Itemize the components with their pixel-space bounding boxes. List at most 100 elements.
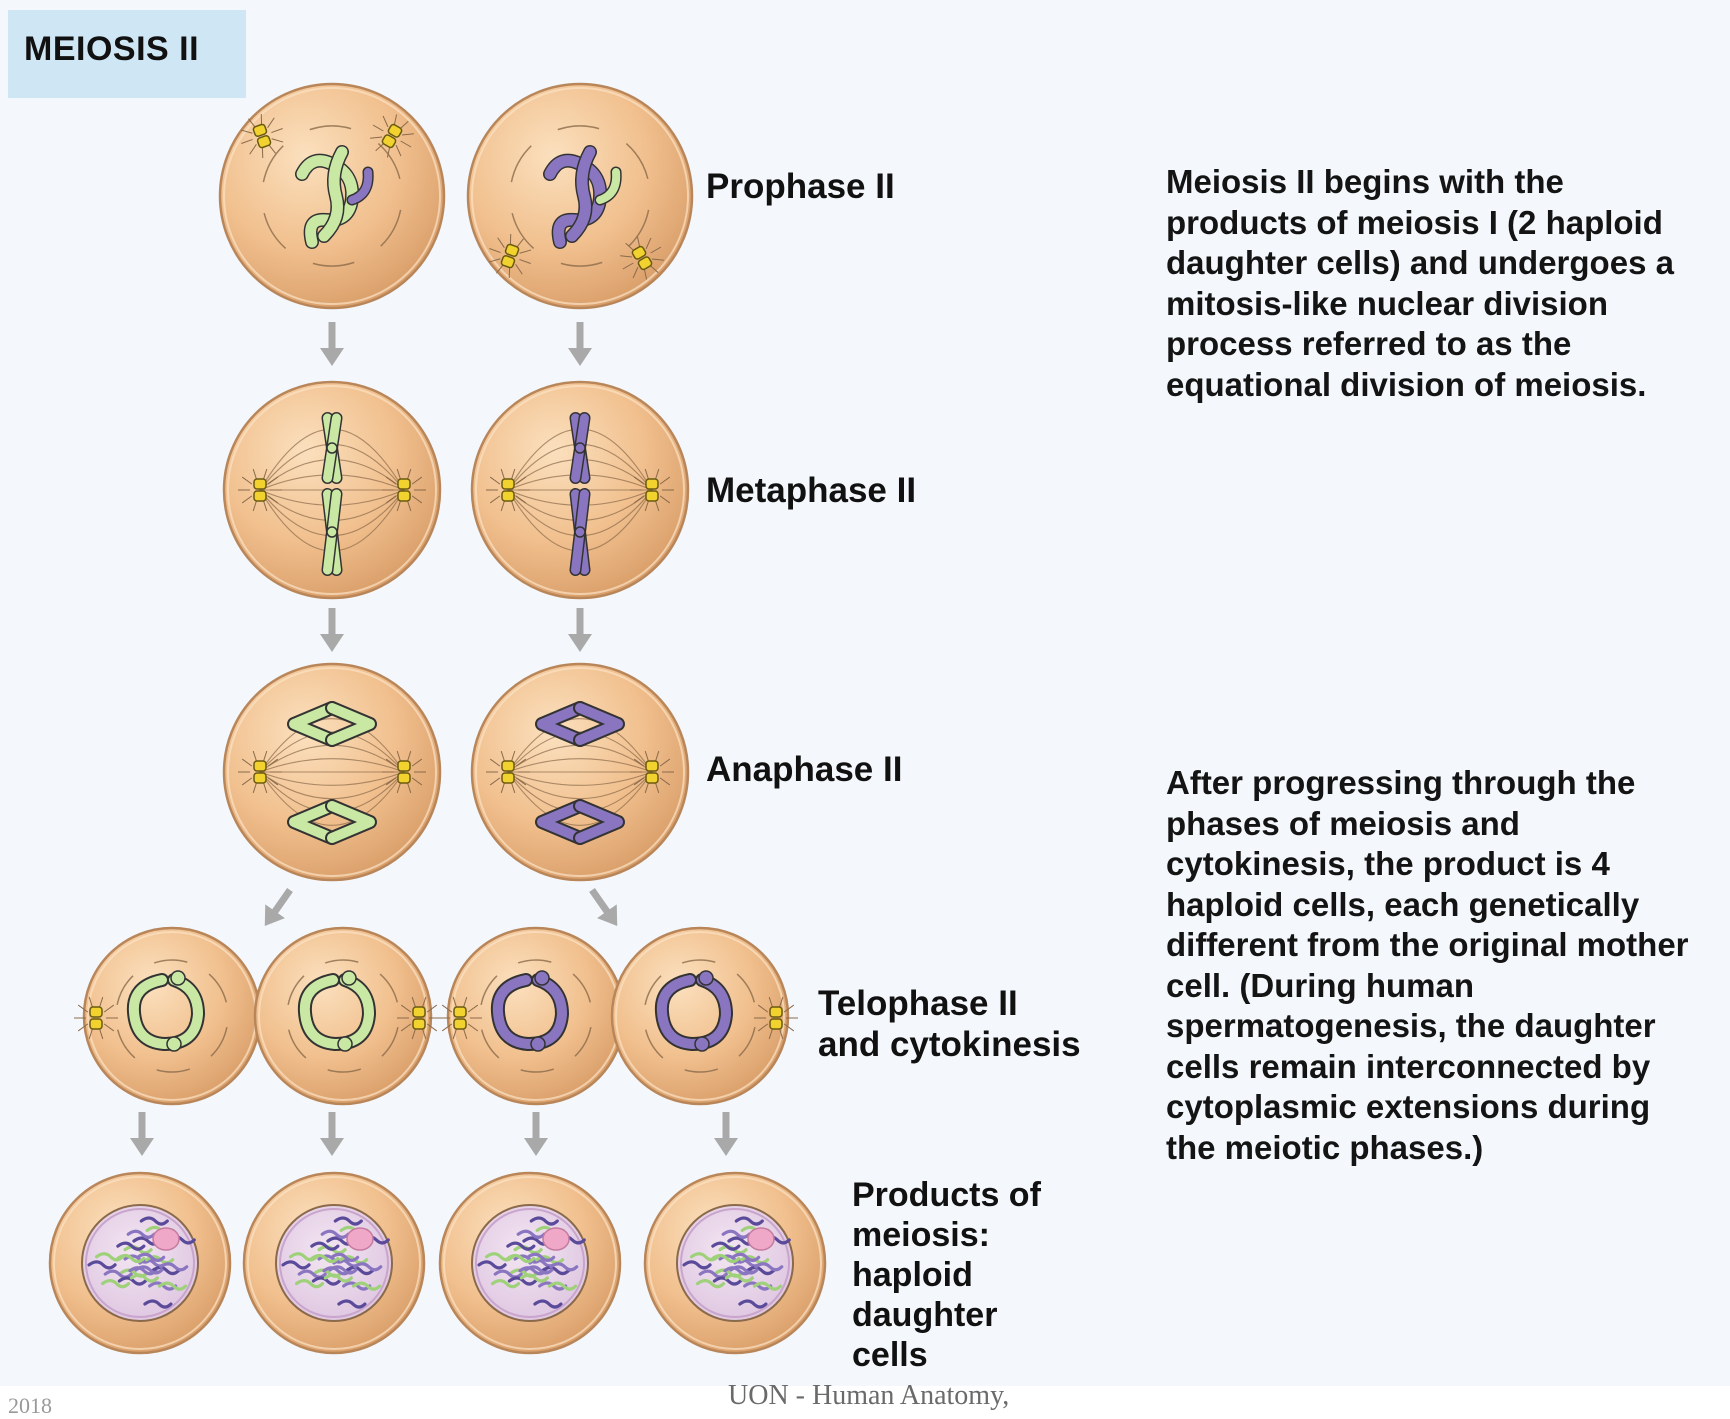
label-metaphase-ii: Metaphase II [706, 471, 917, 510]
chromatin-strand [729, 1265, 759, 1275]
label-anaphase-ii: Anaphase II [706, 750, 903, 789]
chromosome [569, 412, 591, 484]
chromatin-strand [330, 1252, 360, 1262]
products-line-2: meiosis: [852, 1216, 990, 1254]
chromatin-strand [116, 1241, 146, 1251]
chromatin-strand [724, 1273, 754, 1283]
description-meiosis-ii-begins: Meiosis II begins with the products of m… [1166, 163, 1674, 403]
prophase-cell-2 [466, 82, 694, 310]
chromosome [569, 488, 591, 576]
daughter-cell-2 [242, 1171, 426, 1355]
chromatid [287, 701, 339, 747]
daughter-cell-4 [643, 1171, 827, 1355]
chromatin-strand [129, 1273, 159, 1283]
arrow-metaphase-1 [320, 608, 344, 652]
centrosome [630, 468, 674, 512]
chromatid [535, 701, 587, 747]
chromatin-strand [752, 1281, 783, 1291]
chromatin-strand [311, 1276, 341, 1286]
chromosome [321, 412, 343, 484]
chromatin-strand [533, 1299, 563, 1309]
chromatin-strand [345, 1265, 375, 1276]
chromatin-strand [294, 1279, 325, 1289]
centrosome [382, 750, 426, 794]
anaphase-cell-2 [470, 662, 690, 882]
nucleolus [542, 1227, 570, 1251]
chromatin-strand [333, 1216, 363, 1226]
centrosome [486, 750, 530, 794]
chromatid [325, 799, 377, 845]
centrosome [397, 996, 441, 1040]
chromatin-strand [682, 1260, 712, 1270]
chromatin-strand [731, 1252, 761, 1262]
chromatin-strand [100, 1279, 131, 1289]
chromatin-strand [490, 1279, 521, 1289]
chromatin-strand [342, 1281, 372, 1291]
chromatin-strand [538, 1281, 568, 1291]
chromatid [573, 701, 625, 747]
chromosome [321, 488, 343, 576]
arrow-telophase-3 [524, 1112, 548, 1156]
chromatin-strand [310, 1253, 340, 1264]
chromatid [325, 701, 377, 747]
chromatin-strand [148, 1281, 178, 1291]
daughter-cell-3 [438, 1171, 622, 1355]
chromatin-strand [506, 1253, 536, 1264]
centrosome [240, 113, 284, 159]
telophase-cell-4 [610, 926, 798, 1106]
chromatin-strand [711, 1253, 741, 1264]
chromatin-strand [353, 1262, 383, 1272]
chromatin-strand [549, 1262, 579, 1272]
label-prophase-ii: Prophase II [706, 167, 895, 206]
chromatin-strand [529, 1216, 559, 1226]
nucleolus [152, 1227, 180, 1251]
chromatin-strand [754, 1262, 784, 1272]
chromatin-strand [477, 1260, 507, 1270]
prophase-cell-1 [218, 82, 446, 310]
chromatin-strand [337, 1299, 367, 1309]
metaphase-cell-2 [470, 380, 690, 600]
nucleolus [346, 1227, 374, 1251]
metaphase-chromosomes [569, 412, 591, 576]
chromatin-strand [547, 1281, 578, 1291]
arrow-prophase-2 [568, 322, 592, 366]
centrosome [620, 236, 664, 280]
centrosome [630, 750, 674, 794]
chromatin-strand [310, 1241, 340, 1251]
centrosome [370, 114, 414, 158]
centrosome [488, 233, 532, 279]
arrow-metaphase-2 [568, 608, 592, 652]
title-box [8, 10, 246, 98]
nucleolus [747, 1227, 775, 1251]
corner-year: 2018 [8, 1393, 52, 1418]
description-after-progressing: After progressing through the phases of … [1166, 764, 1689, 1166]
metaphase-chromosomes [321, 412, 343, 576]
chromatid [535, 799, 587, 845]
chromatin-strand [734, 1216, 764, 1226]
arrow-anaphase-left [254, 883, 300, 933]
chromatin-strand [281, 1260, 311, 1270]
centrosome [486, 468, 530, 512]
centrosome [754, 996, 798, 1040]
chromatin-strand [134, 1265, 164, 1275]
chromatin-strand [126, 1229, 156, 1239]
chromatin-strand [738, 1299, 768, 1309]
chromatin-strand [157, 1281, 188, 1291]
centrosome [74, 996, 118, 1040]
diagram-title: MEIOSIS II [24, 30, 200, 68]
chromatin-strand [143, 1299, 173, 1309]
chromatin-strand [695, 1279, 726, 1289]
chromatin-strand [746, 1265, 776, 1276]
chromatin-strand [712, 1276, 742, 1286]
products-line-3: haploid [852, 1256, 973, 1294]
chromatin-strand [159, 1262, 189, 1272]
chromatin-strand [526, 1252, 556, 1262]
centrosome [238, 750, 282, 794]
label-telophase-ii: Telophase II [818, 984, 1018, 1023]
metaphase-cell-1 [222, 380, 442, 600]
anaphase-cell-1 [222, 662, 442, 882]
arrow-telophase-1 [130, 1112, 154, 1156]
daughter-cell-1 [48, 1171, 232, 1355]
chromatin-strand [116, 1253, 146, 1264]
arrow-telophase-4 [714, 1112, 738, 1156]
